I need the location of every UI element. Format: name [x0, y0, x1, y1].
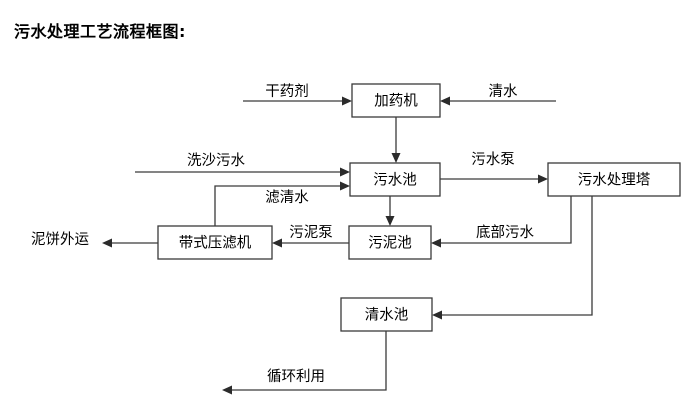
- edge-treatment-tower-to-sludge-pool: [431, 196, 572, 248]
- edge-label-mud-cake-transport: 泥饼外运: [31, 231, 89, 248]
- edge-label-bottom-wastewater: 底部污水: [476, 224, 534, 241]
- edge-label-recycle-reuse: 循环利用: [267, 368, 325, 385]
- node-treatment-tower-label: 污水处理塔: [578, 172, 651, 189]
- node-wastewater-pool[interactable]: 污水池: [349, 162, 441, 197]
- page-title: 污水处理工艺流程框图:: [14, 22, 186, 41]
- edge-label-sludge-pump: 污泥泵: [289, 224, 333, 241]
- edge-wastewater-pool-to-treatment-tower: [440, 174, 548, 184]
- edge-clean-water-to-dosing-machine: [440, 96, 556, 106]
- edge-clean-water-pool-to-recycle: [222, 331, 387, 395]
- node-treatment-tower[interactable]: 污水处理塔: [547, 162, 681, 197]
- node-belt-filter-press[interactable]: 带式压滤机: [157, 225, 273, 260]
- edge-dry-chemical-to-dosing-machine: [243, 96, 352, 106]
- edge-label-dry-chemical: 干药剂: [265, 83, 309, 100]
- edge-label-clean-water-in: 清水: [489, 83, 518, 100]
- node-sludge-pool[interactable]: 污泥池: [348, 225, 432, 260]
- edge-wastewater-pool-to-sludge-pool: [385, 196, 395, 226]
- edge-filter-press-to-wastewater-pool: [214, 181, 350, 226]
- node-belt-filter-press-label: 带式压滤机: [179, 235, 252, 252]
- node-wastewater-pool-label: 污水池: [373, 172, 417, 189]
- node-dosing-machine-label: 加药机: [374, 93, 418, 110]
- edge-sludge-pool-to-filter-press: [272, 238, 349, 248]
- edge-sand-wash-water-to-wastewater-pool: [135, 167, 350, 177]
- edge-label-sand-wash-water: 洗沙污水: [187, 152, 245, 169]
- edge-treatment-tower-to-clean-water-pool: [432, 196, 593, 320]
- edge-filter-press-to-mud-cake: [102, 238, 158, 248]
- node-dosing-machine[interactable]: 加药机: [351, 83, 441, 118]
- edge-dosing-machine-to-wastewater-pool: [391, 117, 401, 163]
- edge-label-filtered-clear-water: 滤清水: [265, 189, 309, 206]
- node-clean-water-pool[interactable]: 清水池: [340, 297, 433, 332]
- node-clean-water-pool-label: 清水池: [365, 307, 409, 324]
- node-sludge-pool-label: 污泥池: [368, 235, 412, 252]
- edge-label-wastewater-pump: 污水泵: [471, 151, 515, 168]
